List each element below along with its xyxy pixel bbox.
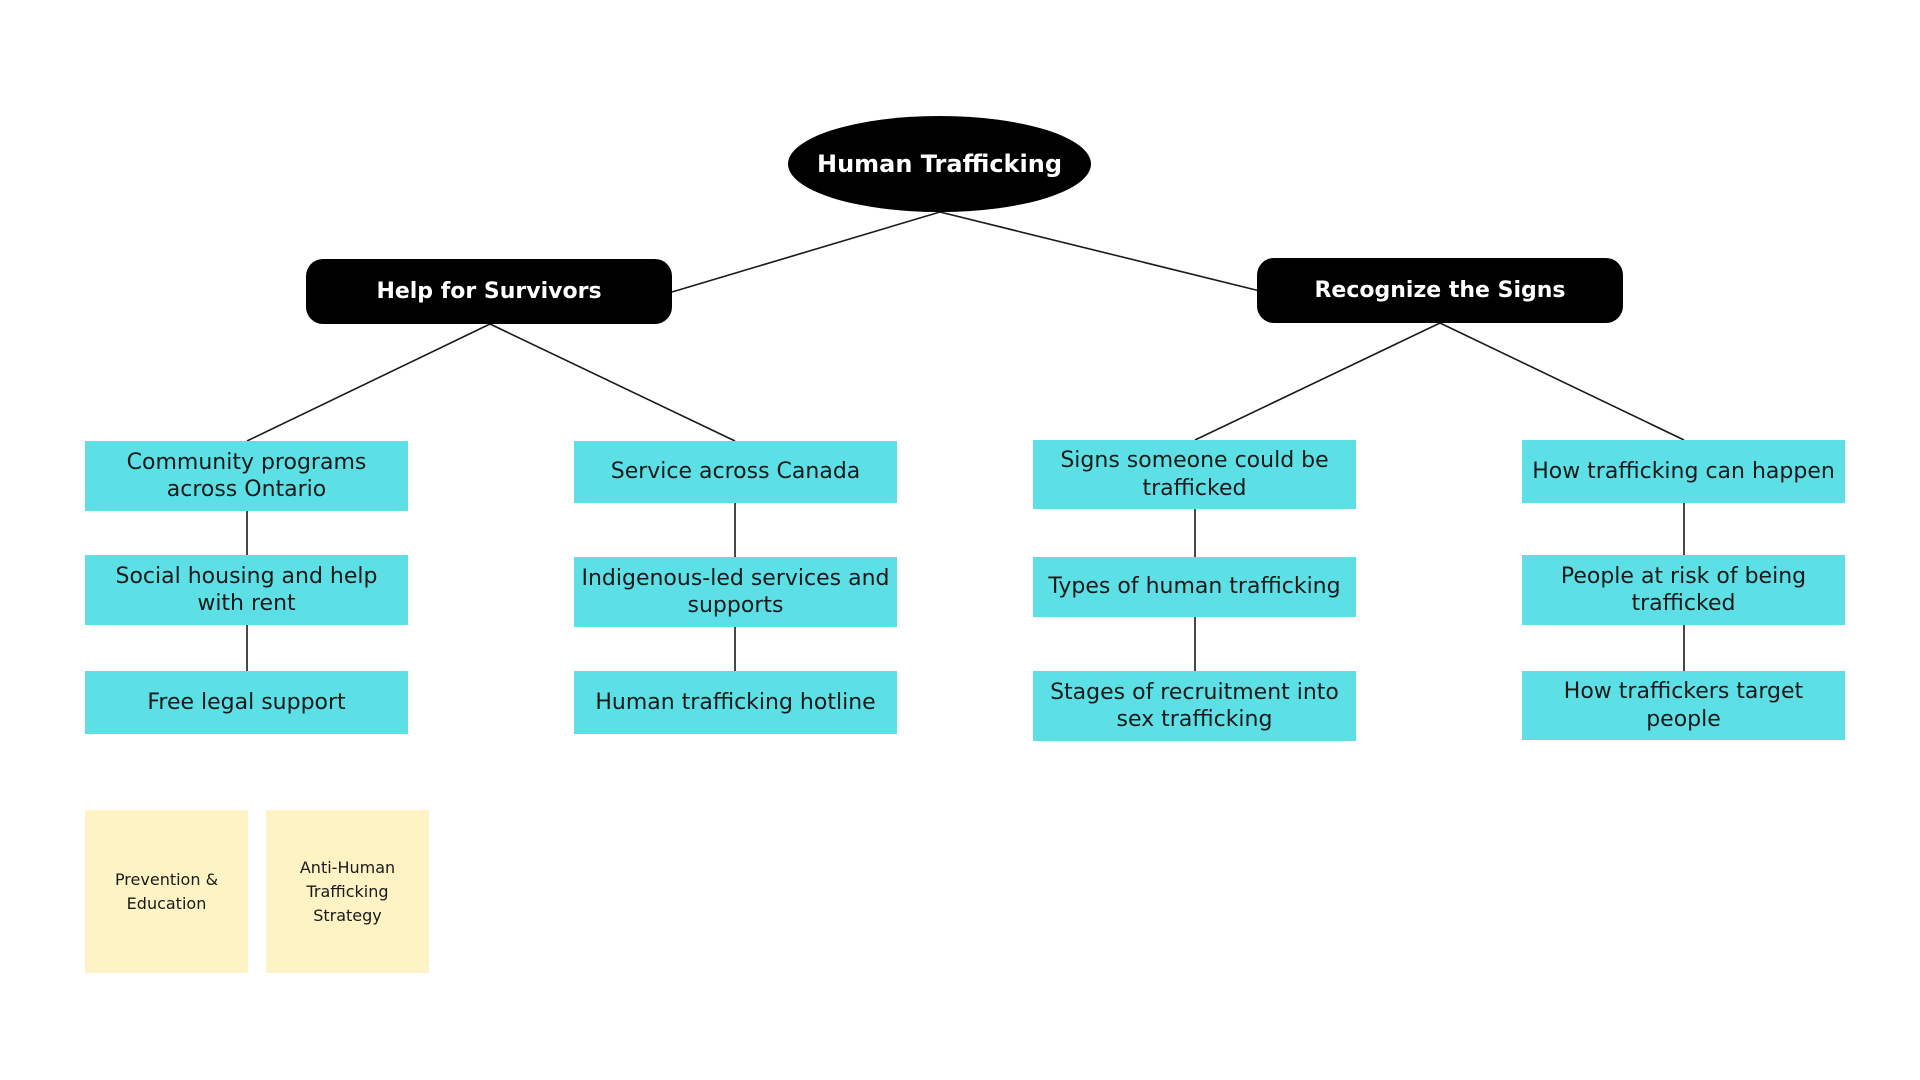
root-label: Human Trafficking <box>816 150 1063 178</box>
leaf-how-trafficking-happens: How trafficking can happen <box>1522 440 1845 503</box>
connector-signs-how <box>1439 322 1685 441</box>
leaf-service-across-canada: Service across Canada <box>574 441 897 503</box>
leaf-stages-of-recruitment: Stages of recruitment into sex trafficki… <box>1033 671 1356 741</box>
leaf-label: How trafficking can happen <box>1532 458 1835 484</box>
leaf-human-trafficking-hotline: Human trafficking hotline <box>574 671 897 734</box>
leaf-indigenous-led-services: Indigenous-led services and supports <box>574 557 897 627</box>
leaf-label: Free legal support <box>147 689 346 715</box>
sticky-note-label: Prevention & Education <box>114 869 219 913</box>
leaf-people-at-risk: People at risk of being trafficked <box>1522 555 1845 625</box>
sticky-note-prevention: Prevention & Education <box>85 810 248 973</box>
sticky-note-label: Anti-Human Trafficking Strategy <box>299 857 396 925</box>
leaf-social-housing: Social housing and help with rent <box>85 555 408 625</box>
root-node: Human Trafficking <box>788 116 1091 212</box>
leaf-signs-someone-trafficked: Signs someone could be trafficked <box>1033 440 1356 509</box>
leaf-label: Social housing and help with rent <box>115 563 378 617</box>
sticky-note-strategy: Anti-Human Trafficking Strategy <box>266 810 429 973</box>
leaf-label: Indigenous-led services and supports <box>581 565 890 619</box>
leaf-free-legal-support: Free legal support <box>85 671 408 734</box>
leaf-label: Types of human trafficking <box>1048 574 1341 600</box>
connector-help-canada <box>489 323 736 442</box>
leaf-label: How traffickers target people <box>1563 679 1804 732</box>
leaf-how-traffickers-target: How traffickers target people <box>1522 671 1845 740</box>
branch-recognize-the-signs: Recognize the Signs <box>1257 258 1623 323</box>
branch-help-label: Help for Survivors <box>376 279 602 304</box>
leaf-label: Signs someone could be trafficked <box>1060 448 1329 501</box>
leaf-types-of-trafficking: Types of human trafficking <box>1033 557 1356 617</box>
leaf-label: People at risk of being trafficked <box>1560 563 1807 617</box>
leaf-label: Stages of recruitment into sex trafficki… <box>1050 679 1339 733</box>
branch-help-for-survivors: Help for Survivors <box>306 259 672 324</box>
leaf-label: Human trafficking hotline <box>595 689 876 715</box>
connector-root-help <box>671 211 941 293</box>
connector-root-signs <box>939 211 1261 292</box>
branch-signs-label: Recognize the Signs <box>1314 278 1566 303</box>
connector-signs-signs <box>1194 322 1441 441</box>
leaf-label: Community programs across Ontario <box>126 449 367 503</box>
leaf-label: Service across Canada <box>610 459 861 485</box>
leaf-community-programs: Community programs across Ontario <box>85 441 408 511</box>
connector-help-community <box>246 323 491 442</box>
